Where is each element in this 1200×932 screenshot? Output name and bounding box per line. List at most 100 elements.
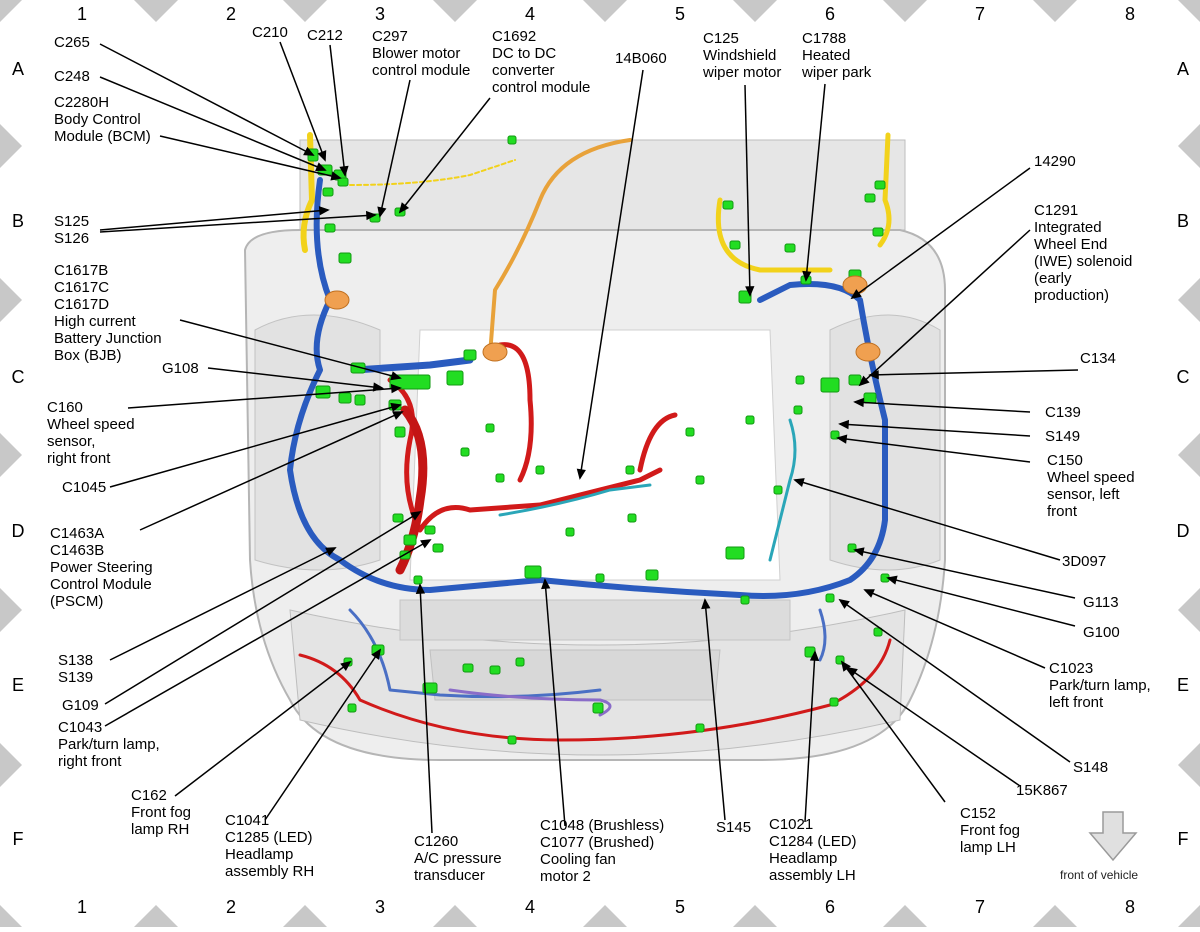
leader-line-c248 [99, 76, 326, 171]
connector-14 [738, 290, 752, 304]
marker-left-3 [0, 588, 22, 632]
leader-arrow-c1788 [802, 270, 812, 282]
connector-47 [424, 525, 436, 535]
harness-teal [498, 418, 797, 562]
leader-line-c1617 [179, 319, 401, 379]
connector-57 [847, 543, 857, 553]
grid-column-top-4: 4 [524, 4, 535, 24]
harness-blue-top [351, 356, 474, 374]
marker-corner-bl [0, 905, 22, 927]
label-s138: S138 S139 [58, 652, 94, 686]
leader-line-c1041 [264, 649, 381, 821]
label-c265: C265 [54, 34, 90, 51]
connector-71 [507, 735, 517, 745]
grid-column-bottom-6: 6 [824, 897, 835, 917]
leader-line-c1260 [419, 584, 433, 834]
leader-arrow-c265 [303, 146, 315, 156]
label-c1291: C1291 Integrated Wheel End (IWE) solenoi… [1034, 202, 1133, 304]
connector-4 [322, 187, 334, 197]
leader-line-s148 [839, 599, 1071, 763]
leader-line-c210 [279, 41, 326, 161]
connector-43 [773, 485, 783, 495]
label-g113: G113 [1083, 594, 1119, 611]
grid-column-top-6: 6 [824, 4, 835, 24]
leader-line-c152 [841, 661, 946, 803]
leader-arrow-15k867 [846, 666, 858, 677]
connector-35 [695, 475, 705, 485]
connector-31 [495, 473, 505, 483]
grid-row-left-A: A [11, 59, 24, 79]
label-c297: C297 Blower motor control module [372, 28, 471, 79]
connector-62 [422, 682, 438, 694]
leader-line-c134 [869, 369, 1079, 376]
connector-37 [820, 377, 840, 393]
grid-column-bottom-1: 1 [76, 897, 87, 917]
connector-70 [347, 703, 357, 713]
label-c1023: C1023 Park/turn lamp, left front [1049, 660, 1151, 711]
marker-corner-br [1178, 905, 1200, 927]
connector-33 [625, 465, 635, 475]
leader-arrow-c2280h [330, 171, 342, 181]
marker-right-4 [1178, 743, 1200, 787]
leader-arrow-c212 [339, 165, 349, 177]
leader-line-c1692 [399, 97, 491, 213]
leader-line-c1023 [864, 589, 1046, 669]
label-c134: C134 [1080, 350, 1116, 367]
leader-line-c1021 [804, 651, 816, 823]
connector-56 [740, 595, 750, 605]
label-s149: S149 [1045, 428, 1081, 445]
marker-top-1 [283, 0, 327, 22]
marker-bottom-6 [1033, 905, 1077, 927]
leader-arrow-c1692 [398, 202, 410, 214]
leader-arrow-g109 [410, 511, 422, 521]
connector-28 [394, 426, 406, 438]
grid-column-bottom-2: 2 [225, 897, 236, 917]
connector-63 [462, 663, 474, 673]
label-s148: S148 [1073, 759, 1109, 776]
grid-row-left-F: F [12, 829, 24, 849]
grommet-1 [842, 275, 868, 295]
marker-left-1 [0, 278, 22, 322]
label-3d097: 3D097 [1062, 553, 1107, 570]
label-c248: C248 [54, 68, 90, 85]
marker-right-3 [1178, 588, 1200, 632]
leader-lines [99, 41, 1079, 834]
grid-row-left-E: E [11, 675, 24, 695]
grid-column-top-7: 7 [974, 4, 985, 24]
connector-18 [872, 227, 884, 237]
grid-column-top-8: 8 [1124, 4, 1135, 24]
leader-arrow-c248 [315, 162, 327, 171]
connector-17 [874, 180, 886, 190]
leader-line-c1045 [109, 404, 401, 488]
connector-41 [793, 405, 803, 415]
label-c212: C212 [307, 27, 343, 44]
marker-right-2 [1178, 433, 1200, 477]
leader-line-g100 [887, 577, 1076, 627]
leader-arrow-g113 [853, 547, 865, 557]
label-14b060: 14B060 [615, 50, 667, 67]
grid-column-bottom-5: 5 [674, 897, 685, 917]
label-c2280h: C2280H Body Control Module (BCM) [54, 94, 151, 145]
connector-29 [460, 447, 470, 457]
label-s145: S145 [716, 819, 752, 836]
label-c1048: C1048 (Brushless) C1077 (Brushed) Coolin… [540, 817, 665, 885]
leader-arrow-14290 [850, 289, 862, 300]
leader-arrow-c150 [836, 434, 848, 444]
grid-row-right-D: D [1176, 521, 1190, 541]
leader-line-s149 [839, 423, 1031, 437]
connector-66 [592, 702, 604, 714]
leader-arrow-c160 [390, 384, 402, 394]
harness-purple [448, 688, 612, 717]
connector-72 [695, 723, 705, 733]
connector-38 [848, 374, 862, 386]
label-c160: C160 Wheel speed sensor, right front [47, 399, 135, 467]
connector-46 [403, 534, 417, 546]
leader-line-s125a [99, 209, 329, 231]
connector-73 [829, 697, 839, 707]
leader-line-c265 [99, 43, 314, 156]
connector-65 [515, 657, 525, 667]
harness-orange [488, 138, 632, 357]
marker-top-3 [583, 0, 627, 22]
leader-line-3d097 [794, 479, 1061, 561]
